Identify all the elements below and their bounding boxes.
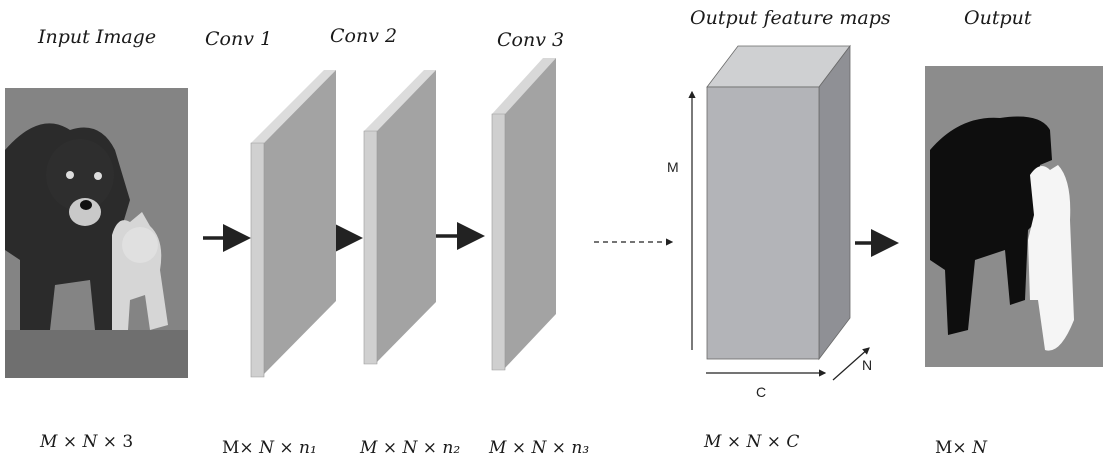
feature-maps-title: Output feature maps [690,7,891,29]
input-image-title: Input Image [38,26,157,48]
n-axis-arrow [832,347,870,381]
conv1-layer [250,70,336,378]
conv1-title: Conv 1 [205,28,273,50]
input-image [5,88,188,378]
input-dimensions: M × N × 3 [40,432,134,452]
feature-maps-dimensions: M × N × C [704,432,800,452]
conv1-dimensions: M× N × n₁ [222,438,317,458]
output-dimensions: M× N [935,438,987,458]
c-axis-label: C [756,384,767,400]
conv2-title: Conv 2 [330,25,398,47]
output-title: Output [964,7,1032,29]
n-axis-label: N [862,357,873,373]
output-segmentation [925,66,1103,367]
conv2-layer [363,70,436,365]
feature-maps-box [706,44,851,361]
m-axis-label: M [667,159,679,175]
conv3-dimensions: M × N × n₃ [489,438,590,458]
conv2-dimensions: M × N × n₂ [360,438,461,458]
conv3-title: Conv 3 [497,29,565,51]
conv3-layer [491,58,556,371]
